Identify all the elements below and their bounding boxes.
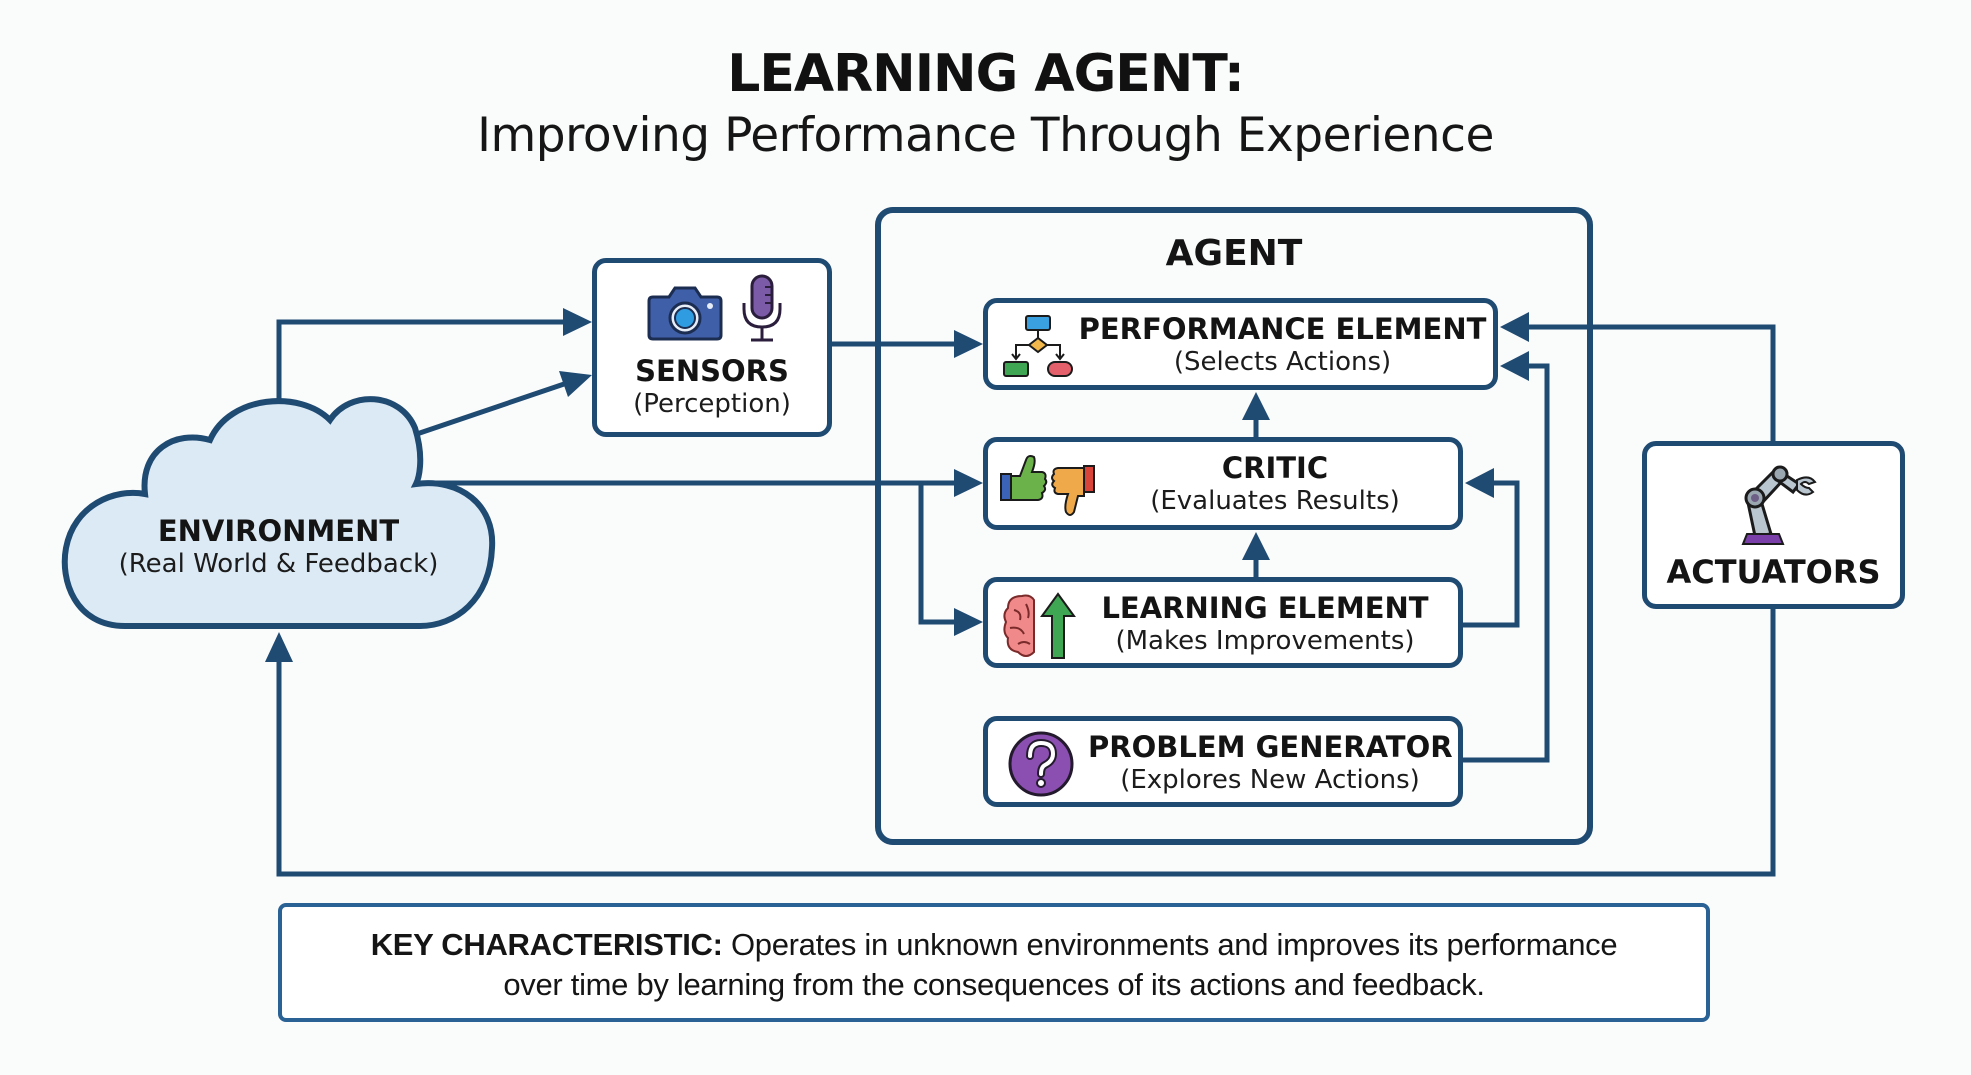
wire-actuators-environment bbox=[276, 609, 1776, 877]
wire-problem-performance bbox=[1463, 363, 1550, 763]
key-characteristic-line-1: KEY CHARACTERISTIC: Operates in unknown … bbox=[282, 925, 1706, 965]
key-characteristic-text-2: over time by learning from the consequen… bbox=[503, 967, 1485, 1002]
performance-title: PERFORMANCE ELEMENT bbox=[1078, 312, 1487, 346]
sensors-title: SENSORS bbox=[635, 354, 789, 388]
problem-generator-node: PROBLEM GENERATOR (Explores New Actions) bbox=[983, 716, 1463, 807]
critic-title: CRITIC bbox=[1221, 451, 1329, 485]
microphone-icon bbox=[742, 274, 782, 342]
performance-subtitle: (Selects Actions) bbox=[1173, 347, 1392, 377]
arrowhead-learning-critic-loop bbox=[1465, 468, 1494, 498]
wire-actuators-performance bbox=[1520, 324, 1776, 441]
environment-subtitle: (Real World & Feedback) bbox=[118, 549, 439, 579]
diagram-subtitle: Improving Performance Through Experience bbox=[477, 108, 1494, 163]
flowchart-icon bbox=[1003, 315, 1073, 377]
learning-subtitle: (Makes Improvements) bbox=[1115, 626, 1415, 656]
learning-element-node: LEARNING ELEMENT (Makes Improvements) bbox=[983, 577, 1463, 668]
arrowhead-learning-critic bbox=[1242, 532, 1270, 560]
arrowhead-sensors-performance bbox=[954, 330, 983, 358]
problem-generator-title: PROBLEM GENERATOR bbox=[1088, 730, 1453, 764]
arrowhead-env-learning bbox=[954, 608, 983, 636]
key-characteristic-label: KEY CHARACTERISTIC: bbox=[370, 927, 723, 962]
arrowhead-critic-performance bbox=[1242, 392, 1270, 420]
actuators-title: ACTUATORS bbox=[1666, 553, 1881, 591]
diagram-title: LEARNING AGENT: bbox=[727, 44, 1245, 104]
key-characteristic-text-1: Operates in unknown environments and imp… bbox=[722, 927, 1618, 962]
arrowhead-problem-performance bbox=[1500, 351, 1529, 381]
problem-generator-subtitle: (Explores New Actions) bbox=[1120, 765, 1420, 795]
wire-learning-critic-loop bbox=[1463, 480, 1520, 628]
arrowhead-env-sensors-diag bbox=[559, 371, 592, 397]
arrowhead-actuators-performance bbox=[1500, 312, 1529, 342]
sensors-node: SENSORS (Perception) bbox=[592, 258, 832, 437]
environment-node: ENVIRONMENT (Real World & Feedback) bbox=[62, 515, 495, 580]
performance-element-node: PERFORMANCE ELEMENT (Selects Actions) bbox=[983, 298, 1498, 390]
arrowhead-env-sensors-top bbox=[563, 308, 592, 336]
robot-arm-icon bbox=[1741, 465, 1817, 545]
wire-env-sensors-top bbox=[276, 319, 570, 410]
sensors-subtitle: (Perception) bbox=[633, 389, 791, 419]
agent-label: AGENT bbox=[1165, 233, 1303, 274]
key-characteristic-box: KEY CHARACTERISTIC: Operates in unknown … bbox=[278, 903, 1710, 1022]
arrowhead-env-critic bbox=[954, 469, 983, 497]
thumbs-up-down-icon bbox=[1000, 455, 1095, 516]
environment-title: ENVIRONMENT bbox=[157, 514, 400, 548]
question-mark-icon bbox=[1008, 731, 1074, 797]
camera-icon bbox=[647, 286, 723, 341]
wire-env-sensors-diag bbox=[404, 379, 571, 441]
critic-node: CRITIC (Evaluates Results) bbox=[983, 437, 1463, 530]
environment-cloud bbox=[61, 396, 496, 629]
critic-subtitle: (Evaluates Results) bbox=[1150, 486, 1400, 516]
arrowhead-actuators-environment bbox=[265, 632, 293, 662]
brain-arrow-up-icon bbox=[1003, 592, 1076, 659]
learning-title: LEARNING ELEMENT bbox=[1101, 591, 1429, 625]
wire-env-learning bbox=[918, 483, 958, 625]
actuators-node: ACTUATORS bbox=[1642, 441, 1905, 609]
agent-container: AGENT bbox=[875, 207, 1593, 845]
